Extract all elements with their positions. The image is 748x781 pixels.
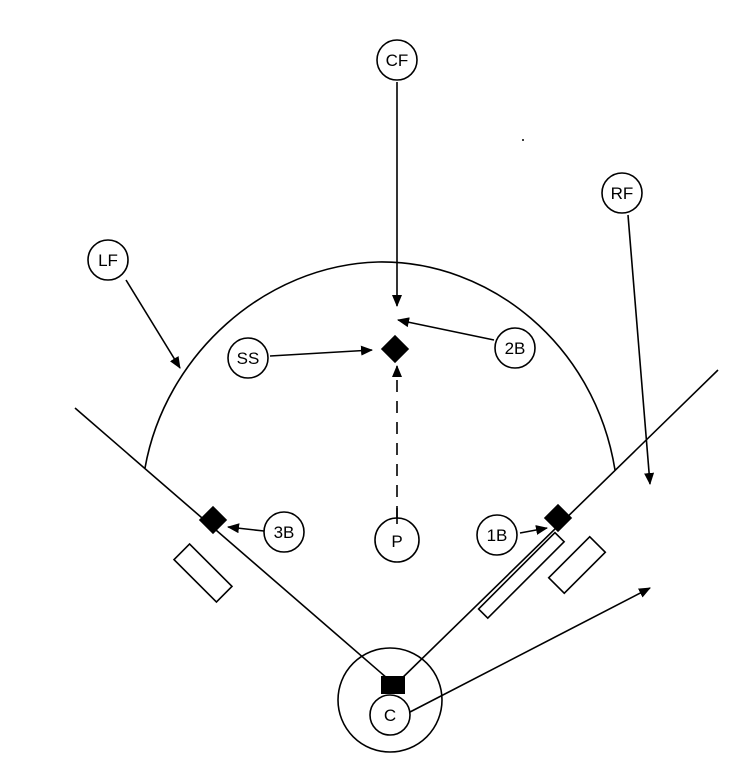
home-plate-marker [381,676,405,694]
player-rf: RF [601,172,643,214]
third-base-dugout [172,542,234,604]
player-first-base-label: 1B [487,526,508,545]
first-base-marker [543,503,573,533]
player-second-base: 2B [494,327,536,369]
scan-speck [522,139,524,141]
player-second-base-label: 2B [505,339,526,358]
player-pitcher-label: P [391,532,402,551]
lf-arrow [125,279,181,369]
first-base-arrow [519,525,548,535]
rf-arrow [627,214,655,485]
player-lf: LF [87,239,129,281]
player-cf-label: CF [386,51,409,70]
player-first-base: 1B [476,514,518,556]
second-base-marker [380,334,410,364]
player-pitcher: P [374,508,420,563]
home-plate-circle [337,647,443,753]
first-base-bullpen [547,535,607,595]
player-third-base: 3B [263,511,305,553]
player-third-base-label: 3B [274,523,295,542]
player-ss-label: SS [237,349,260,368]
catcher-arrow [409,587,651,713]
third-base-arrow [227,523,265,534]
player-catcher-label: C [384,706,396,725]
second-base-arrow [397,317,495,341]
ss-arrow [269,345,373,357]
player-rf-label: RF [611,184,634,203]
third-base-foul-line [74,407,396,686]
player-cf: CF [376,39,418,81]
first-base-dugout [477,531,566,620]
third-base-marker [198,505,228,535]
infield-arc [144,261,616,471]
player-catcher: C [369,694,411,736]
player-lf-label: LF [98,251,118,270]
player-ss: SS [227,337,269,379]
